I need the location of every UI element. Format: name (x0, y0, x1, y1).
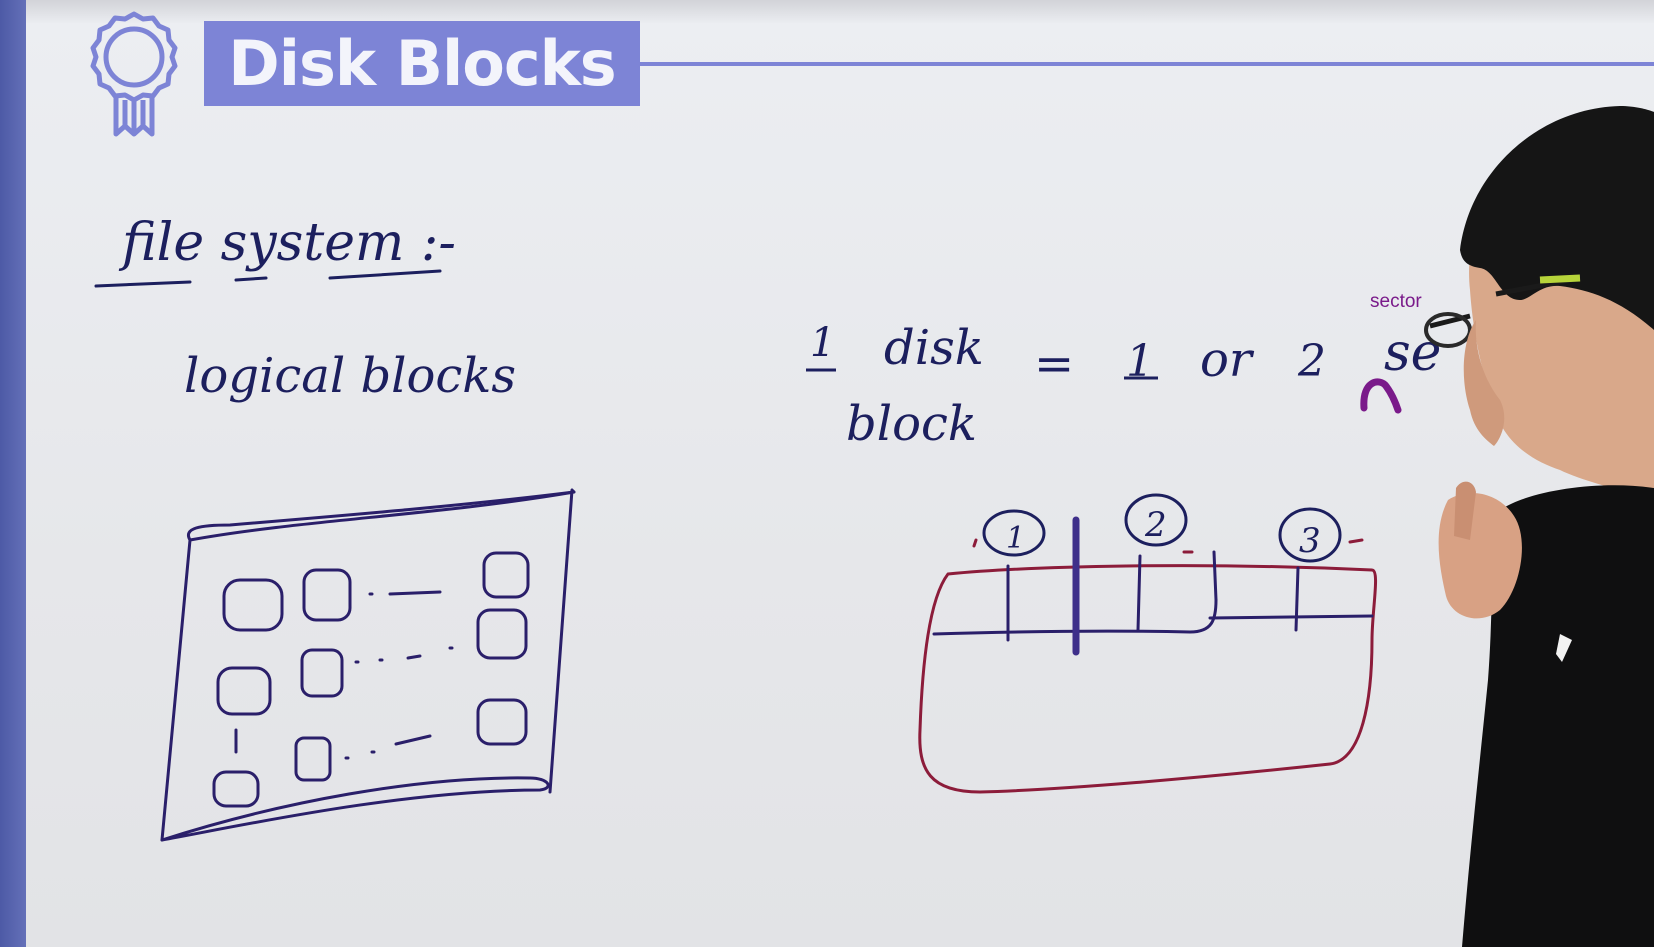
title-underline-rule (640, 62, 1654, 66)
equation-rhs-number-2: 2 (1297, 336, 1326, 387)
equation-rhs-partial: se (1384, 323, 1441, 383)
sector-3-circle (1278, 507, 1342, 563)
equation-lhs-number: 1 (810, 320, 835, 366)
top-shadow (0, 0, 1654, 24)
slide-title-box: Disk Blocks (204, 21, 640, 106)
sector-insert-label: sector (1370, 291, 1422, 312)
equation-equals: = (1034, 336, 1074, 392)
presenter-silhouette (1424, 106, 1654, 947)
equation-rhs-or: or (1200, 332, 1255, 388)
sector-2-number: 2 (1144, 505, 1167, 545)
insert-caret-mark (1360, 378, 1402, 414)
heading-file-system: file system :- (118, 213, 456, 273)
equation-lhs-word-disk: disk (884, 320, 984, 376)
sector-2-circle (1124, 493, 1188, 547)
logical-blocks-sheet (160, 488, 576, 842)
sector-markers (982, 493, 1342, 563)
sector-1-number: 1 (1006, 521, 1025, 556)
heading-underline-2 (234, 276, 268, 282)
award-ribbon-icon (90, 11, 178, 137)
sector-ticks (972, 538, 1364, 554)
equation-lhs-word-block: block (846, 396, 977, 452)
disk-drawing (918, 564, 1378, 794)
logical-blocks-text: logical blocks (184, 348, 516, 404)
left-accent-strip (0, 0, 26, 947)
sector-1-circle (982, 509, 1046, 557)
sector-3-number: 3 (1299, 521, 1321, 561)
slide-title: Disk Blocks (228, 27, 616, 100)
heading-underline-3 (328, 269, 442, 280)
heading-underline-1 (94, 280, 192, 288)
disk-track (932, 516, 1374, 656)
